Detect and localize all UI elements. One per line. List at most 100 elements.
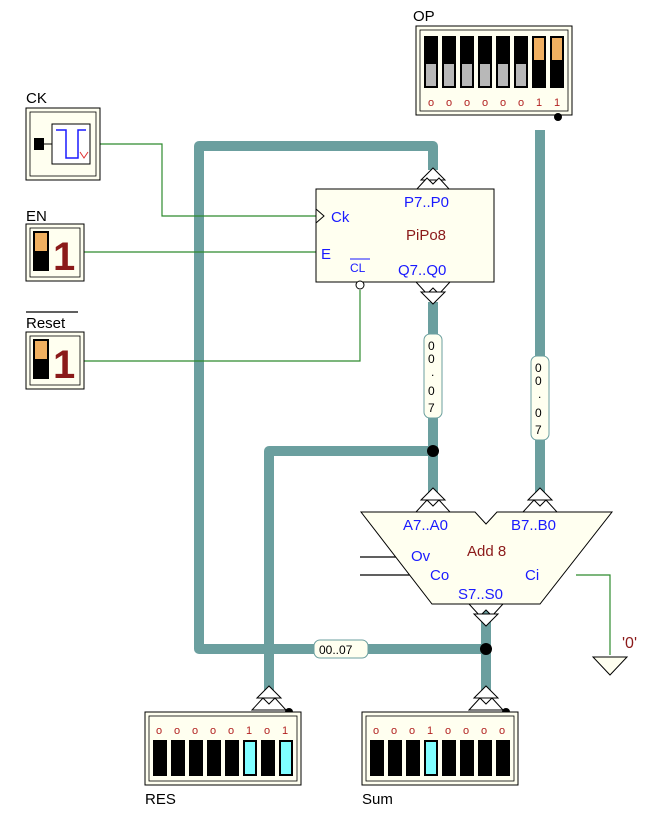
ci-wire <box>576 574 611 655</box>
res-bit-3: o <box>210 725 216 737</box>
sum-port <box>467 685 505 711</box>
op-label: OP <box>413 8 435 25</box>
feedback-bus <box>194 141 486 654</box>
res-lamp-4 <box>225 740 239 776</box>
op-bit-4: o <box>500 97 506 109</box>
pipo-output-port <box>414 281 452 305</box>
sum-lamp-6 <box>478 740 492 776</box>
res-bit-1: o <box>174 725 180 737</box>
pipo-cl-pin: CL <box>350 261 366 275</box>
res-port <box>250 685 288 711</box>
en-frame-inner <box>29 227 81 278</box>
pipo8-component: P7..P0 PiPo8 Q7..Q0 Ck E CL <box>315 167 495 305</box>
sum-label: Sum <box>362 791 393 808</box>
svg-text:0: 0 <box>428 352 435 366</box>
sum-frame-inner <box>365 715 515 782</box>
junction-dot <box>480 643 492 655</box>
op-switch-1[interactable] <box>442 36 456 88</box>
op-switch-6[interactable] <box>532 36 546 88</box>
sum-lamp-0 <box>370 740 384 776</box>
sum-bit-2: o <box>409 725 415 737</box>
sum-lamp-7 <box>496 740 510 776</box>
res-bit-7: 1 <box>282 725 288 737</box>
adder-body <box>359 511 614 605</box>
op-bit-7: 1 <box>554 97 560 109</box>
sum-lamps <box>370 740 510 776</box>
res-frame <box>144 711 302 786</box>
en-toggle[interactable] <box>33 231 49 271</box>
adder-b-port <box>521 487 559 513</box>
svg-text:'0': '0' <box>622 635 637 652</box>
res-lamp-3 <box>207 740 221 776</box>
res-frame-inner <box>148 715 298 782</box>
sum-bit-5: o <box>463 725 469 737</box>
op-frame <box>415 25 573 116</box>
sum-lamp-3 <box>424 740 438 776</box>
sum-frame <box>361 711 519 786</box>
res-lamp-2 <box>189 740 203 776</box>
svg-text:0: 0 <box>428 384 435 398</box>
const-zero: '0' <box>591 635 637 676</box>
svg-text:7: 7 <box>428 401 435 415</box>
op-switch-2[interactable] <box>460 36 474 88</box>
svg-text:00..07: 00..07 <box>319 643 353 657</box>
res-lamp-1 <box>171 740 185 776</box>
adder-ci-pin: Ci <box>525 567 539 584</box>
op-frame-inner <box>419 29 569 112</box>
op-switch-3[interactable] <box>478 36 492 88</box>
res-lamp-0 <box>153 740 167 776</box>
svg-text:7: 7 <box>535 423 542 437</box>
sum-bit-7: o <box>499 725 505 737</box>
op-bit-1: o <box>446 97 452 109</box>
op-switches <box>424 36 564 88</box>
en-label: EN <box>26 208 47 225</box>
pipo-ck-pin: Ck <box>331 209 350 226</box>
adder-title: Add 8 <box>467 543 506 560</box>
op-switch-7[interactable] <box>550 36 564 88</box>
op-bit-3: o <box>482 97 488 109</box>
reset-wire <box>84 290 361 362</box>
res-bus <box>264 446 433 692</box>
junction-dot <box>427 445 439 457</box>
adder-ov-pin: Ov <box>411 548 431 565</box>
ck-wire <box>100 143 316 217</box>
pipo-e-pin: E <box>321 246 331 263</box>
svg-text:0: 0 <box>535 361 542 375</box>
res-bit-6: o <box>264 725 270 737</box>
pipo-clear-bubble <box>355 280 365 290</box>
op-port-dot <box>554 113 562 121</box>
op-bit-0: o <box>428 97 434 109</box>
reset-label: Reset <box>26 315 66 332</box>
sum-bit-4: o <box>445 725 451 737</box>
sum-bus-label: 00..07 <box>313 639 369 659</box>
res-bit-4: o <box>228 725 234 737</box>
reset-value: 1 <box>53 343 75 387</box>
q-bus-label: 0 0 . 0 7 <box>423 333 443 419</box>
reset-toggle[interactable] <box>33 339 49 379</box>
op-bit-6: 1 <box>536 97 542 109</box>
svg-text:.: . <box>538 387 541 401</box>
op-bit-2: o <box>464 97 470 109</box>
res-lamp-5 <box>243 740 257 776</box>
reset-component: Reset 1 <box>25 311 85 390</box>
en-value: 1 <box>53 235 75 279</box>
en-component: EN 1 <box>25 208 85 282</box>
adder-component: A7..A0 B7..B0 Add 8 Ov Co Ci S7..S0 <box>359 487 614 627</box>
sum-bit-3: 1 <box>427 725 433 737</box>
sum-bit-1: o <box>391 725 397 737</box>
op-switch-5[interactable] <box>514 36 528 88</box>
clock-icon[interactable] <box>34 123 91 165</box>
sum-lamp-5 <box>460 740 474 776</box>
op-switch-0[interactable] <box>424 36 438 88</box>
op-bus-label: 0 0 . 0 7 <box>530 355 550 441</box>
res-label: RES <box>145 791 176 808</box>
adder-a-pins: A7..A0 <box>403 517 448 534</box>
res-lamp-6 <box>261 740 275 776</box>
ground-triangle <box>591 656 629 676</box>
op-switch-4[interactable] <box>496 36 510 88</box>
